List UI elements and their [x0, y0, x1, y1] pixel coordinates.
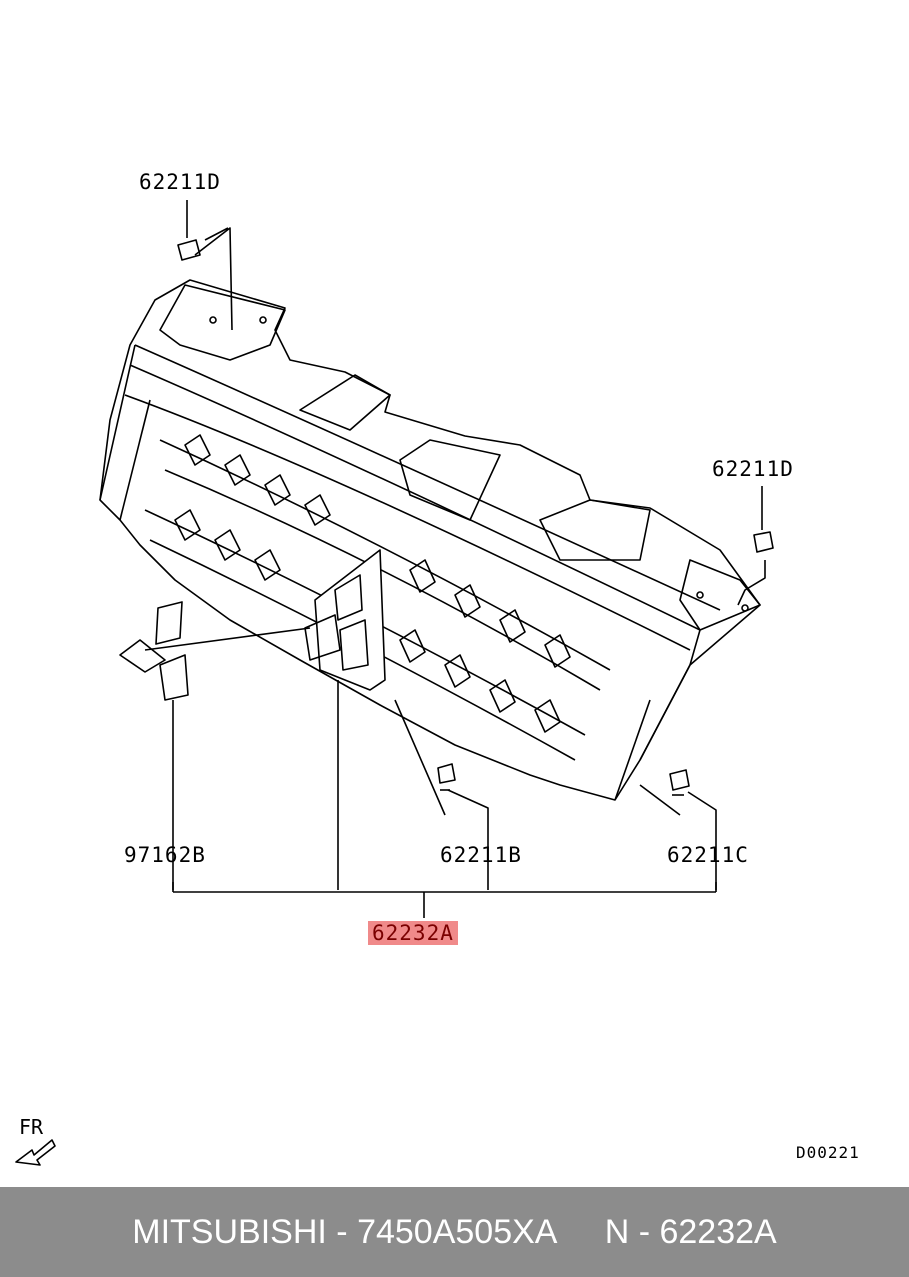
bolt-right	[737, 486, 774, 606]
callout-bolt-top-left: 62211D	[139, 170, 221, 194]
upper-slats	[174, 434, 571, 733]
clip-right	[639, 769, 717, 890]
emblem-part	[119, 601, 311, 890]
callout-clip-right: 62211C	[667, 843, 749, 867]
top-brackets	[159, 284, 761, 631]
front-arrow-icon	[15, 1139, 56, 1166]
grille-exploded-diagram	[15, 200, 774, 1166]
footer-ref: 62232A	[659, 1212, 777, 1251]
bolt-top-left	[177, 200, 233, 331]
callout-main-part: 62232A	[368, 921, 458, 945]
callout-bolt-right: 62211D	[712, 457, 794, 481]
grille-body	[99, 279, 761, 801]
leader-bracket	[172, 680, 717, 918]
footer-gap	[557, 1213, 604, 1252]
callout-emblem: 97162B	[124, 843, 206, 867]
footer-part-number: 7450A505XA	[357, 1212, 558, 1251]
callout-clip-lower: 62211B	[440, 843, 522, 867]
footer-bar: MITSUBISHI - 7450A505XA N - 62232A	[0, 1187, 909, 1277]
clip-lower	[394, 699, 489, 890]
footer-separator: -	[629, 1212, 660, 1251]
emblem-mount	[304, 549, 386, 691]
direction-label: FR	[19, 1115, 44, 1139]
footer-prefix: N	[604, 1212, 630, 1251]
footer-brand: MITSUBISHI	[132, 1212, 327, 1251]
diagram-code: D00221	[796, 1143, 860, 1162]
footer-separator: -	[326, 1212, 358, 1251]
